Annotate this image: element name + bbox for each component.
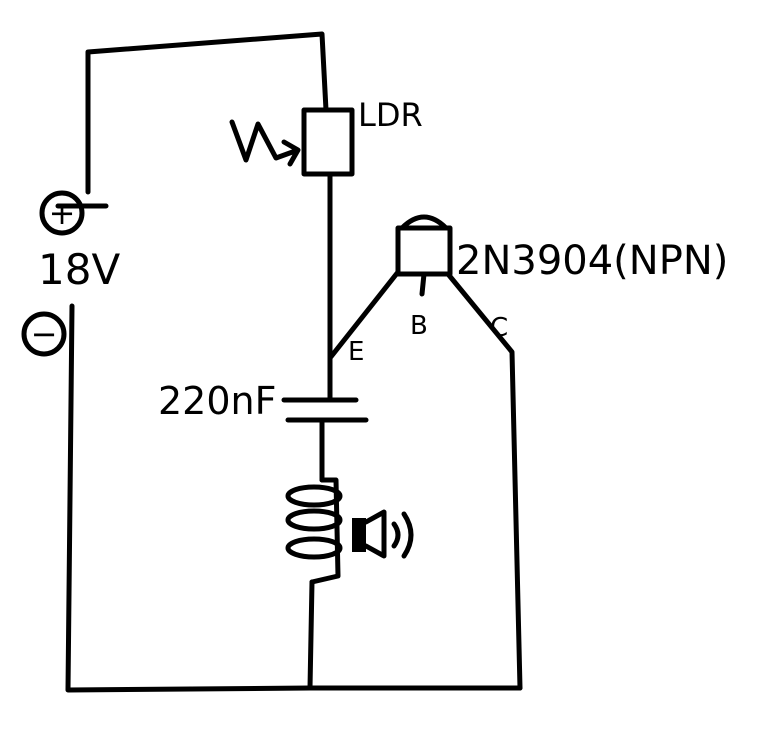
coil-loop-2 xyxy=(285,508,343,532)
battery-voltage-label: 18V xyxy=(38,245,120,294)
capacitor: 220nF xyxy=(158,379,369,423)
transistor-body xyxy=(395,225,453,277)
speaker-cone xyxy=(363,509,387,559)
ldr: LDR xyxy=(229,96,423,177)
speaker-wave-1 xyxy=(391,521,401,549)
transistor-pin-c: C xyxy=(490,313,508,343)
transistor-pin-e: E xyxy=(348,337,364,367)
ldr-body xyxy=(301,107,355,177)
coil-loop-1 xyxy=(285,484,343,508)
battery-positive-circle xyxy=(39,190,85,236)
transistor-collector-leg xyxy=(445,271,523,691)
transistor-label: 2N3904(NPN) xyxy=(456,238,728,284)
battery: + − 18V xyxy=(21,190,120,357)
wire-coil-to-bottom xyxy=(307,579,523,691)
wire-left xyxy=(65,303,313,693)
ldr-label: LDR xyxy=(358,96,423,134)
coil-icon xyxy=(285,477,343,585)
coil-loop-3 xyxy=(285,536,343,560)
wire-top xyxy=(85,31,329,195)
transistor: 2N3904(NPN) E B C xyxy=(348,214,728,367)
speaker-icon xyxy=(352,509,414,559)
coil-wire xyxy=(309,477,341,585)
transistor-emitter-leg xyxy=(327,269,401,361)
transistor-base-leg xyxy=(419,271,427,297)
light-rays-arrow-icon xyxy=(229,119,301,167)
speaker-wave-2 xyxy=(401,511,414,559)
transistor-pin-b: B xyxy=(410,311,428,341)
transistor-dome xyxy=(399,214,449,231)
battery-positive-symbol: + xyxy=(49,194,76,232)
speaker-body xyxy=(352,518,366,552)
battery-negative-circle xyxy=(21,311,67,357)
capacitor-label: 220nF xyxy=(158,379,276,423)
battery-negative-symbol: − xyxy=(31,315,58,353)
